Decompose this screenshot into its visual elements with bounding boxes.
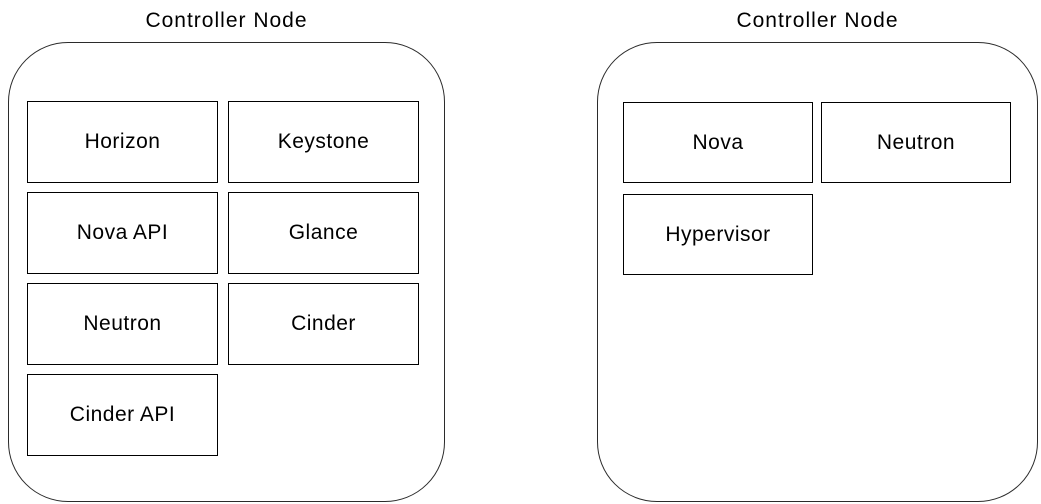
controller-node-group-right: Controller Node Nova Neutron Hypervisor xyxy=(597,0,1038,503)
component-grid-left: Horizon Keystone Nova API Glance Neutron… xyxy=(27,101,419,456)
node-container-left: Horizon Keystone Nova API Glance Neutron… xyxy=(8,42,445,502)
component-box-keystone: Keystone xyxy=(228,101,419,183)
component-grid-right: Nova Neutron Hypervisor xyxy=(623,102,1011,275)
component-box-glance: Glance xyxy=(228,192,419,274)
component-box-hypervisor: Hypervisor xyxy=(623,194,813,275)
controller-node-group-left: Controller Node Horizon Keystone Nova AP… xyxy=(8,0,445,503)
component-box-cinder: Cinder xyxy=(228,283,419,365)
component-box-cinder-api: Cinder API xyxy=(27,374,218,456)
node-title-left: Controller Node xyxy=(145,9,308,32)
component-box-nova-api: Nova API xyxy=(27,192,218,274)
component-box-horizon: Horizon xyxy=(27,101,218,183)
component-box-neutron-left: Neutron xyxy=(27,283,218,365)
component-box-neutron-right: Neutron xyxy=(821,102,1011,183)
component-box-nova: Nova xyxy=(623,102,813,183)
node-title-right: Controller Node xyxy=(736,9,899,32)
node-container-right: Nova Neutron Hypervisor xyxy=(597,42,1038,502)
